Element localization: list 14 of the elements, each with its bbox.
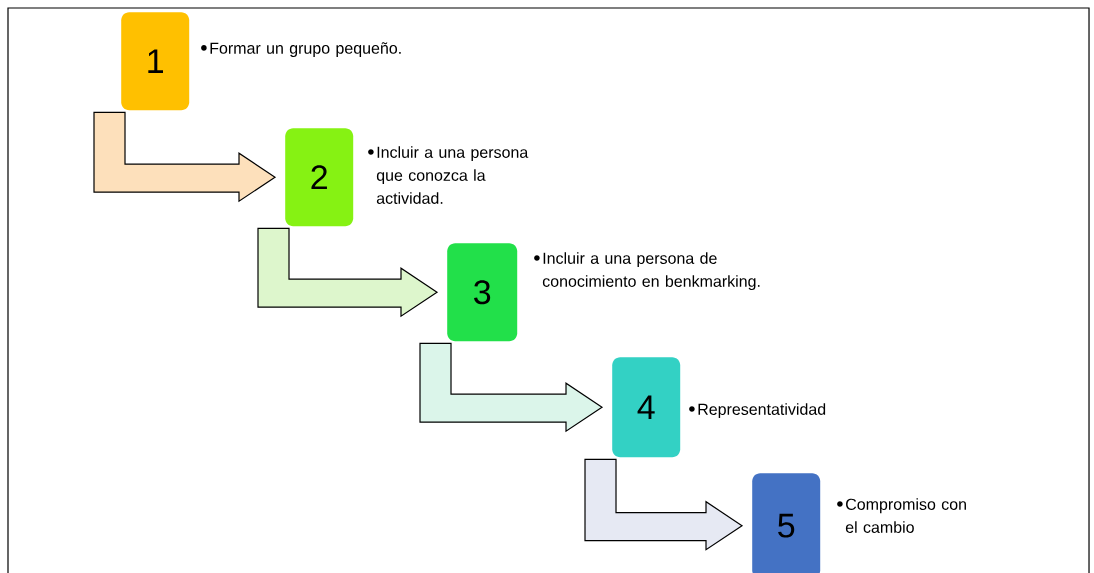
number-box: 3 xyxy=(447,243,518,342)
bullet-text: Incluir a una persona de conocimiento en benkmarking. xyxy=(534,252,760,291)
number-box: 4 xyxy=(612,357,681,458)
number-box: 2 xyxy=(285,128,354,227)
bullet-text: Compromiso con el cambio xyxy=(837,498,966,533)
bullet-text: Formar un grupo pequeño. xyxy=(201,42,401,57)
bullet-text: Incluir a una persona que conozca la actividad. xyxy=(368,146,529,204)
bent-arrow xyxy=(93,111,277,203)
bullet-text: Representatividad xyxy=(689,403,826,419)
bent-arrow xyxy=(584,458,744,551)
bent-arrow xyxy=(257,227,439,318)
bent-arrow xyxy=(419,342,604,433)
number-box: 1 xyxy=(121,12,190,111)
number-box: 5 xyxy=(752,473,821,573)
